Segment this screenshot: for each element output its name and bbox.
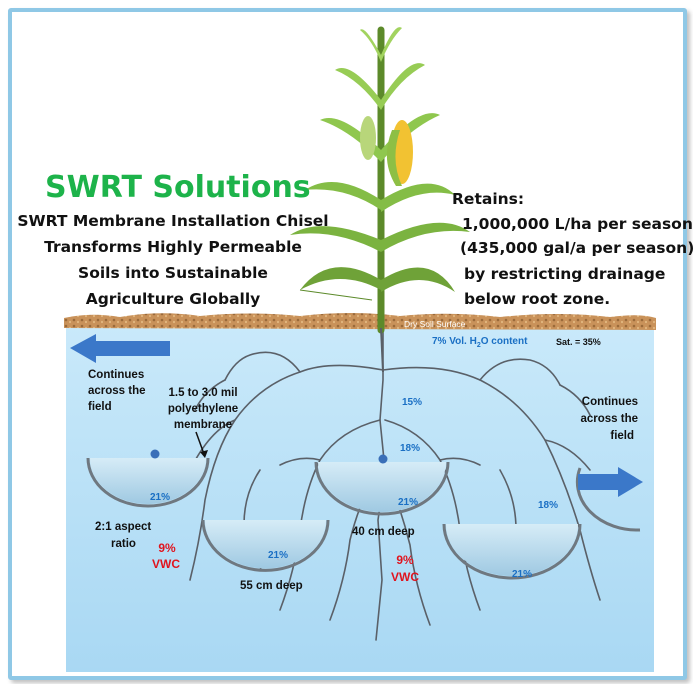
continues-left-line-1: Continues xyxy=(88,369,145,381)
moisture-mid-left-percent: 18% xyxy=(400,443,421,454)
membrane-label-line-2: polyethylene xyxy=(167,403,239,415)
retains-heading: Retains: xyxy=(452,190,525,208)
moisture-upper-percent: 15% xyxy=(402,397,423,408)
left-text-line-1: SWRT Membrane Installation Chisel xyxy=(17,212,329,230)
membrane-cup-edge xyxy=(575,467,641,532)
membrane-label-line-3: membrane xyxy=(173,419,233,431)
continues-left-line-3: field xyxy=(88,401,112,413)
vol-water-content-label: 7% Vol. H2O content xyxy=(432,336,528,349)
taproot xyxy=(380,327,384,373)
left-text-line-3: Soils into Sustainable xyxy=(78,264,268,282)
moisture-cup-low-percent: 21% xyxy=(268,550,289,561)
vwc-center-percent: 9% xyxy=(396,553,414,567)
saturation-label: Sat. = 35% xyxy=(556,337,601,347)
moisture-mid-right-percent: 18% xyxy=(538,500,559,511)
dry-soil-band xyxy=(64,313,656,330)
depth-label-55cm: 55 cm deep xyxy=(240,580,303,592)
retains-line-2: (435,000 gal/a per season) xyxy=(460,239,693,257)
membrane-cup-center xyxy=(314,454,450,516)
membrane-pointer xyxy=(195,431,208,458)
vwc-left-percent: 9% xyxy=(158,541,176,555)
membrane-cup-left xyxy=(86,449,210,508)
continues-right-line-3: field xyxy=(610,430,634,442)
continues-right-line-2: across the xyxy=(580,413,638,425)
moisture-cup-center-percent: 21% xyxy=(398,497,419,508)
corn-plant-icon xyxy=(290,26,470,334)
retains-line-3: by restricting drainage xyxy=(464,265,666,283)
membrane-cup-low xyxy=(201,519,330,572)
moisture-cup-left-percent: 21% xyxy=(150,492,171,503)
left-text-line-2: Transforms Highly Permeable xyxy=(44,238,302,256)
arrow-right-icon xyxy=(578,467,643,497)
retains-line-1: 1,000,000 L/ha per season xyxy=(462,215,693,233)
aspect-label-line-1: 2:1 aspect xyxy=(95,521,152,533)
left-text-line-4: Agriculture Globally xyxy=(85,290,261,308)
continues-right-line-1: Continues xyxy=(581,396,638,408)
depth-label-40cm: 40 cm deep xyxy=(352,526,415,538)
vwc-left-label: VWC xyxy=(152,557,180,571)
moisture-cup-right-percent: 21% xyxy=(512,569,533,580)
dry-soil-surface-label: Dry Soil Surface xyxy=(404,319,466,329)
membrane-label-line-1: 1.5 to 3.0 mil xyxy=(168,387,238,399)
continues-left-line-2: across the xyxy=(88,385,146,397)
aspect-label-line-2: ratio xyxy=(111,538,136,550)
vwc-center-label: VWC xyxy=(391,570,419,584)
arrow-left-icon xyxy=(70,334,170,363)
membrane-cup-right xyxy=(442,523,582,580)
retains-line-4: below root zone. xyxy=(464,290,611,308)
page-title: SWRT Solutions xyxy=(45,170,311,205)
